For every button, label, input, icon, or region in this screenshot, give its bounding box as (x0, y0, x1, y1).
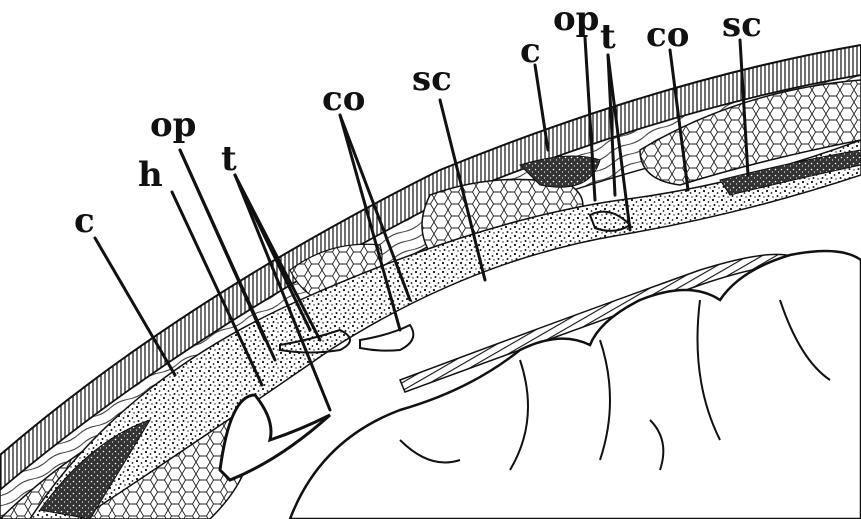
label-op-left: op (150, 105, 196, 145)
label-t-right: t (600, 17, 616, 57)
label-op-right: op (553, 0, 599, 39)
label-c-left: c (74, 201, 95, 241)
label-h: h (138, 155, 163, 195)
label-t-left: t (221, 139, 237, 179)
label-co-mid: co (322, 79, 365, 119)
label-sc-right: sc (722, 5, 762, 45)
cavity-pocket (220, 395, 330, 480)
label-co-right: co (646, 15, 689, 55)
label-sc-mid: sc (412, 59, 452, 99)
label-c-right: c (520, 31, 541, 71)
